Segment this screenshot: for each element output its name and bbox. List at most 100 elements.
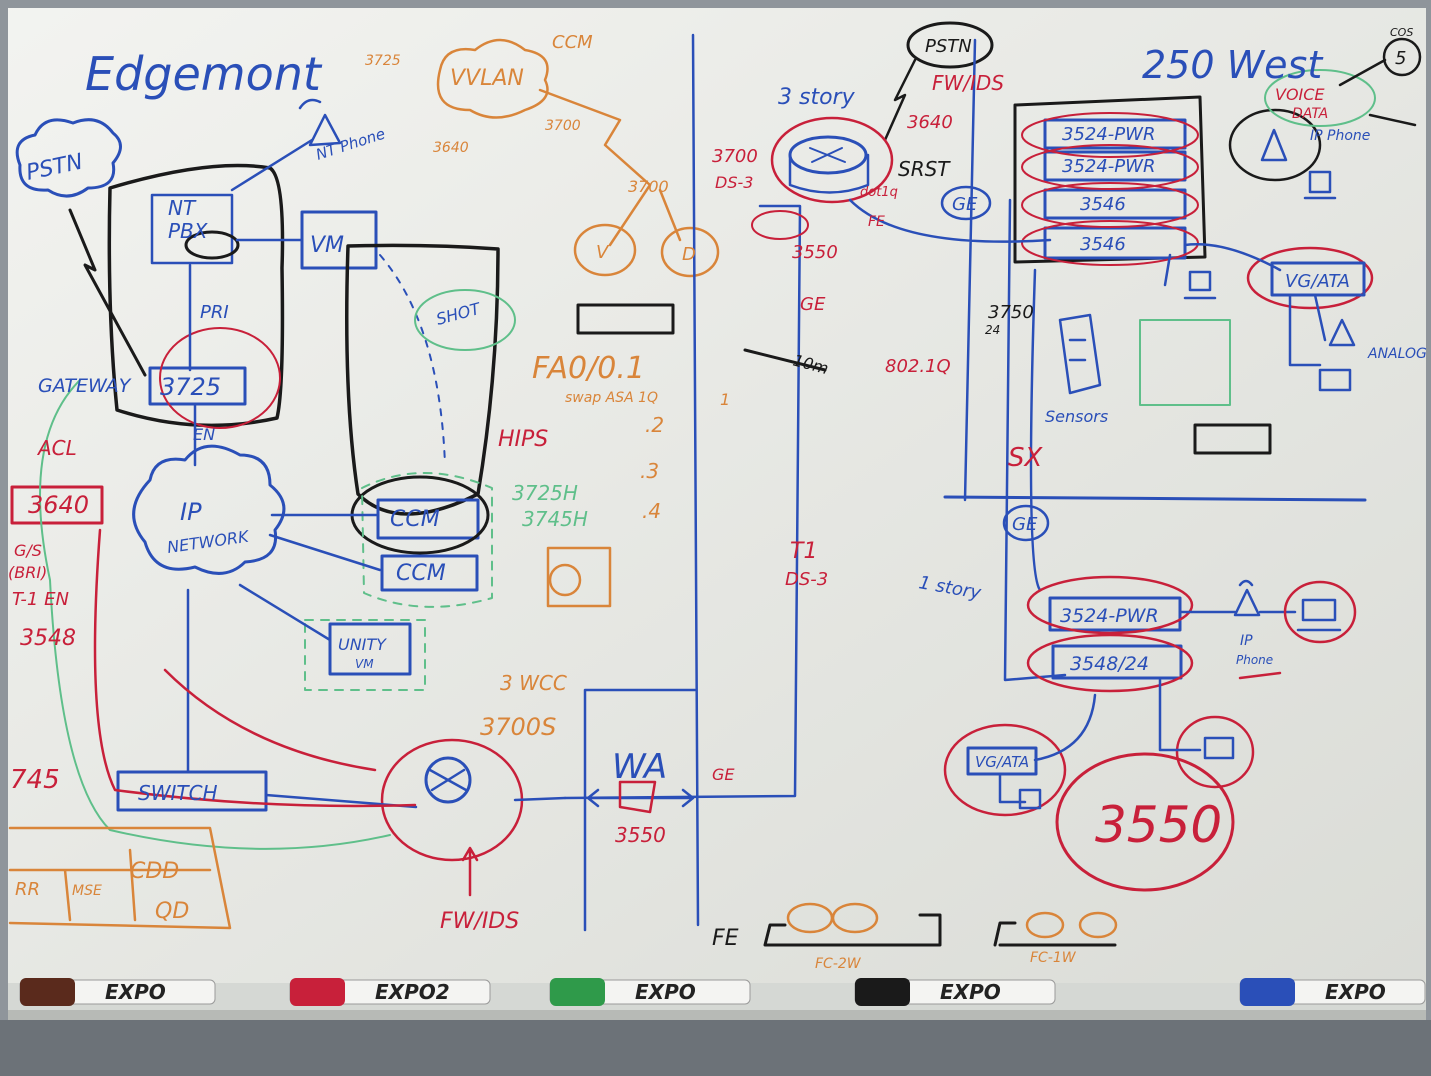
stack-label-1: 3524-PWR — [1062, 124, 1155, 145]
stack-ring-1 — [1021, 112, 1199, 158]
unity-label-2: VM — [355, 657, 374, 671]
router-3640-ring — [770, 116, 894, 204]
router-3640-body — [788, 153, 870, 194]
vg-ata-label: VG/ATA — [1285, 271, 1350, 292]
fc-oval-2 — [831, 902, 879, 934]
voice-label: VOICE — [1275, 85, 1325, 104]
red-underline-phone — [1238, 671, 1282, 680]
one-label: 1 — [720, 390, 730, 409]
data-label: DATA — [1292, 106, 1328, 122]
board-shading — [8, 8, 1426, 983]
ge-right-label-2: GE — [800, 294, 826, 315]
edgemont-black-frame — [107, 163, 285, 428]
pc-symbol-2 — [1183, 270, 1217, 300]
fe-right-label: FE — [868, 214, 885, 230]
model-3725-label: 3725H — [512, 481, 578, 505]
green-curve — [39, 379, 391, 850]
floor-shadow — [0, 1020, 1431, 1076]
vg-ata-box — [1270, 261, 1366, 297]
marker-label: EXPO — [940, 980, 1001, 1004]
wan-label: WA — [612, 747, 667, 787]
vvlan-cloud — [436, 38, 549, 119]
pc-ring-4 — [1175, 715, 1255, 789]
orange-device — [546, 546, 612, 608]
router-bottom-symbol — [424, 756, 472, 804]
cos-value: 5 — [1395, 48, 1406, 69]
switch-label: SWITCH — [138, 781, 218, 805]
voice-arrow — [1368, 113, 1417, 127]
switch-1story-ring-2 — [1026, 633, 1194, 693]
stack-switch-3 — [1043, 188, 1187, 220]
router-3725-ring — [159, 327, 281, 429]
red-3550-device — [618, 780, 657, 814]
table-rr: RR — [15, 879, 40, 900]
table-mse: MSE — [72, 883, 102, 899]
right-blue-links — [848, 38, 1172, 682]
sensor-device — [1058, 313, 1102, 395]
pc-symbol-3 — [1296, 598, 1342, 632]
marker-cap — [550, 978, 605, 1006]
black-box-mid — [576, 303, 675, 335]
orange-disk — [548, 563, 582, 597]
unity-label-1: UNITY — [338, 635, 387, 654]
title-250-west: 250 West — [1142, 43, 1324, 87]
ge-right-label-1: GE — [952, 194, 978, 215]
analog-links — [1288, 293, 1327, 367]
fw-ids-left-label: FW/IDS — [440, 909, 519, 934]
stack-to-vg — [1183, 243, 1282, 272]
red-arrow-fw — [461, 846, 479, 897]
marker-label: EXPO — [1325, 980, 1386, 1004]
orange-table — [8, 826, 232, 930]
ip-phone-2-label-2: Phone — [1236, 653, 1273, 667]
sub-2: .2 — [645, 413, 664, 437]
stack-label-2: 3524-PWR — [1062, 156, 1155, 177]
router-3640-left-label: 3640 — [28, 491, 89, 519]
marker-2[interactable]: EXPO2 — [289, 978, 491, 1006]
ge-right-label-3: GE — [1012, 514, 1038, 535]
fe-bottom-label: FE — [712, 926, 739, 951]
cos-label: COS — [1390, 26, 1413, 39]
ip-phone-2-symbol — [1233, 579, 1261, 617]
ip-network-cloud — [132, 444, 286, 575]
switch-1story-ring-1 — [1026, 575, 1194, 635]
ip-network-label-1: IP — [180, 498, 202, 526]
sub-3: .3 — [640, 459, 659, 483]
nt-pbx-label-1: NT — [168, 196, 197, 220]
n3700b-orange-label: 3700 — [628, 177, 669, 196]
stack-label-4: 3546 — [1080, 234, 1126, 255]
wan-arrow — [586, 788, 695, 808]
green-dashed-group — [361, 472, 493, 608]
n3700a-orange-label: 3700 — [545, 118, 581, 134]
router-3640-left-box — [10, 485, 104, 525]
divider-mid-1 — [691, 33, 700, 927]
sensor-label: Sensors — [1045, 407, 1108, 426]
horizontal-divider — [943, 495, 1367, 502]
marker-1[interactable]: EXPO — [19, 978, 216, 1006]
table-cdd: CDD — [130, 859, 179, 884]
ge-oval-2 — [1002, 504, 1050, 542]
sx-label: SX — [1008, 443, 1044, 473]
marker-group: EXPO EXPO2 EXPO EXPO EXPO — [19, 978, 1426, 1006]
fa-label: FA0/0.1 — [532, 351, 645, 386]
dashed-link — [379, 254, 446, 466]
unity-box — [328, 622, 412, 676]
ten-m-line — [743, 348, 827, 372]
n3700s-label: 3700S — [480, 713, 556, 741]
marker-5[interactable]: EXPO — [1239, 978, 1426, 1006]
side-note-5: 745 — [10, 765, 60, 795]
black-box-right — [1193, 423, 1272, 455]
marker-3[interactable]: EXPO — [549, 978, 751, 1006]
ge-mid-label: GE — [712, 765, 735, 784]
marker-4[interactable]: EXPO — [854, 978, 1056, 1006]
ccm-box-2 — [380, 554, 479, 592]
fc-drawing-2 — [993, 921, 1117, 947]
switch-1story-2 — [1051, 644, 1183, 680]
cos-arrow — [1338, 58, 1387, 87]
ds3-mid-label: DS-3 — [785, 569, 828, 590]
fc-oval-4 — [1078, 911, 1118, 939]
side-note-3: T-1 EN — [12, 589, 69, 610]
marker-cap — [290, 978, 345, 1006]
stack-switch-2 — [1043, 150, 1187, 182]
ccm-box-1 — [376, 498, 480, 540]
